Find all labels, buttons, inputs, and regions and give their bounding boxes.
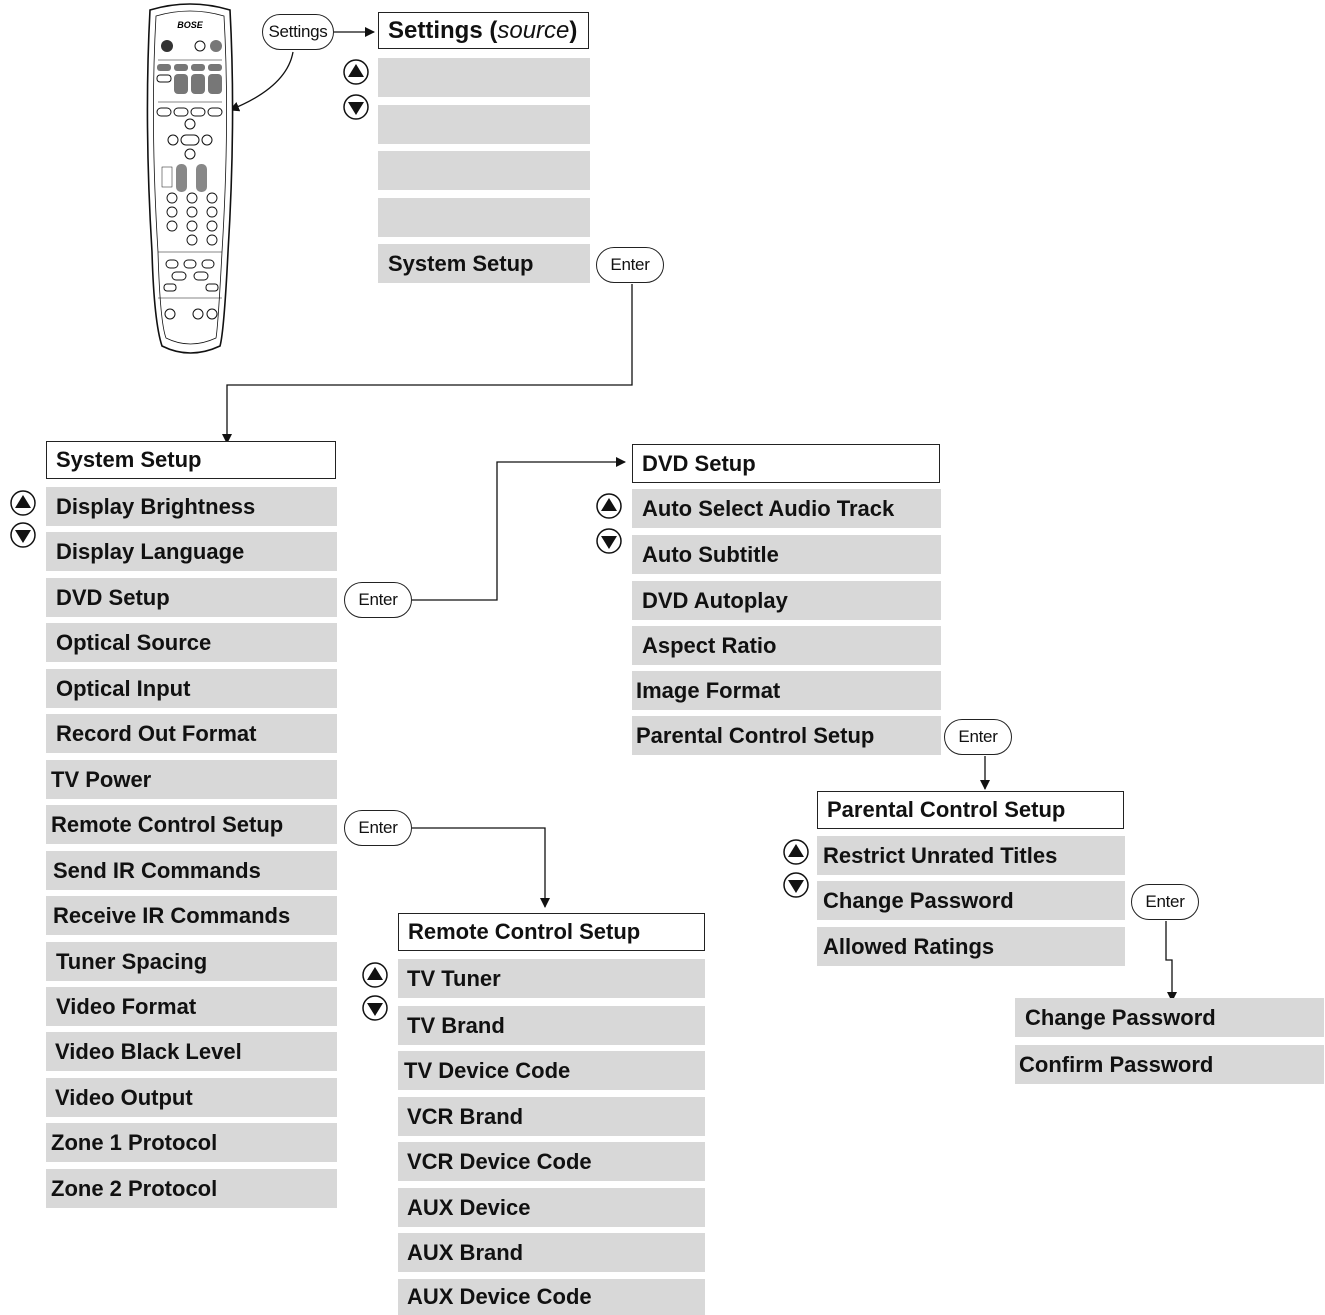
dvd-setup-item[interactable]: Auto Select Audio Track — [632, 489, 941, 528]
system-setup-item[interactable]: Video Black Level — [46, 1032, 337, 1071]
dvd-setup-item[interactable]: Aspect Ratio — [632, 626, 941, 665]
wire-enter-to-password — [1165, 921, 1177, 1002]
remote-setup-item[interactable]: AUX Device Code — [398, 1279, 705, 1315]
up-arrow-icon[interactable] — [783, 839, 809, 865]
remote-setup-item[interactable]: TV Tuner — [398, 959, 705, 998]
remote-setup-item[interactable]: TV Brand — [398, 1006, 705, 1045]
system-setup-item[interactable]: Video Output — [46, 1078, 337, 1117]
settings-menu-item[interactable] — [378, 58, 590, 97]
parental-setup-item[interactable]: Change Password — [817, 881, 1125, 920]
wire-settings-to-remote — [229, 51, 294, 112]
parental-setup-item[interactable]: Allowed Ratings — [817, 927, 1125, 966]
up-arrow-icon[interactable] — [596, 493, 622, 519]
system-setup-item[interactable]: Zone 1 Protocol — [46, 1123, 337, 1162]
settings-button[interactable]: Settings — [262, 14, 334, 50]
password-item[interactable]: Confirm Password — [1015, 1045, 1324, 1084]
wire-enter-to-system-setup — [222, 284, 633, 444]
system-setup-item[interactable]: Remote Control Setup — [46, 805, 337, 844]
dvd-setup-item[interactable]: Parental Control Setup — [632, 716, 941, 755]
dvd-setup-title: DVD Setup — [632, 444, 940, 483]
settings-menu-item-system-setup[interactable]: System Setup — [378, 244, 590, 283]
remote-setup-title: Remote Control Setup — [398, 913, 705, 951]
settings-menu-item[interactable] — [378, 198, 590, 237]
system-setup-item[interactable]: Optical Source — [46, 623, 337, 662]
down-arrow-icon[interactable] — [596, 528, 622, 554]
password-item[interactable]: Change Password — [1015, 998, 1324, 1037]
system-setup-item[interactable]: Display Language — [46, 532, 337, 571]
remote-setup-item[interactable]: VCR Device Code — [398, 1142, 705, 1181]
parental-setup-title: Parental Control Setup — [817, 791, 1124, 829]
parental-setup-item[interactable]: Restrict Unrated Titles — [817, 836, 1125, 875]
remote-setup-item[interactable]: TV Device Code — [398, 1051, 705, 1090]
system-setup-item[interactable]: Tuner Spacing — [46, 942, 337, 981]
enter-button[interactable]: Enter — [344, 810, 412, 846]
system-setup-item[interactable]: Record Out Format — [46, 714, 337, 753]
settings-menu-item[interactable] — [378, 105, 590, 144]
settings-menu-item[interactable] — [378, 151, 590, 190]
up-arrow-icon[interactable] — [343, 59, 369, 85]
system-setup-item[interactable]: Video Format — [46, 987, 337, 1026]
wire-enter-to-dvd-setup — [412, 457, 626, 601]
system-setup-item[interactable]: TV Power — [46, 760, 337, 799]
down-arrow-icon[interactable] — [783, 872, 809, 898]
remote-logo: BOSE — [177, 20, 204, 30]
system-setup-item[interactable]: Receive IR Commands — [46, 896, 337, 935]
system-setup-item[interactable]: Optical Input — [46, 669, 337, 708]
remote-setup-item[interactable]: VCR Brand — [398, 1097, 705, 1136]
settings-menu-title: Settings (source) — [378, 12, 589, 49]
down-arrow-icon[interactable] — [343, 94, 369, 120]
system-setup-item[interactable]: DVD Setup — [46, 578, 337, 617]
up-arrow-icon[interactable] — [10, 490, 36, 516]
wire-enter-to-remote-setup — [412, 827, 550, 908]
dvd-setup-item[interactable]: DVD Autoplay — [632, 581, 941, 620]
down-arrow-icon[interactable] — [362, 995, 388, 1021]
enter-button[interactable]: Enter — [944, 719, 1012, 755]
system-setup-item[interactable]: Display Brightness — [46, 487, 337, 526]
system-setup-title: System Setup — [46, 441, 336, 479]
up-arrow-icon[interactable] — [362, 962, 388, 988]
remote-control-image: BOSE — [146, 3, 234, 354]
dvd-setup-item[interactable]: Image Format — [632, 671, 941, 710]
enter-button[interactable]: Enter — [1131, 884, 1199, 920]
enter-button[interactable]: Enter — [596, 247, 664, 283]
remote-setup-item[interactable]: AUX Device — [398, 1188, 705, 1227]
system-setup-item[interactable]: Zone 2 Protocol — [46, 1169, 337, 1208]
remote-setup-item[interactable]: AUX Brand — [398, 1233, 705, 1272]
dvd-setup-item[interactable]: Auto Subtitle — [632, 535, 941, 574]
system-setup-item[interactable]: Send IR Commands — [46, 851, 337, 890]
enter-button[interactable]: Enter — [344, 582, 412, 618]
down-arrow-icon[interactable] — [10, 522, 36, 548]
